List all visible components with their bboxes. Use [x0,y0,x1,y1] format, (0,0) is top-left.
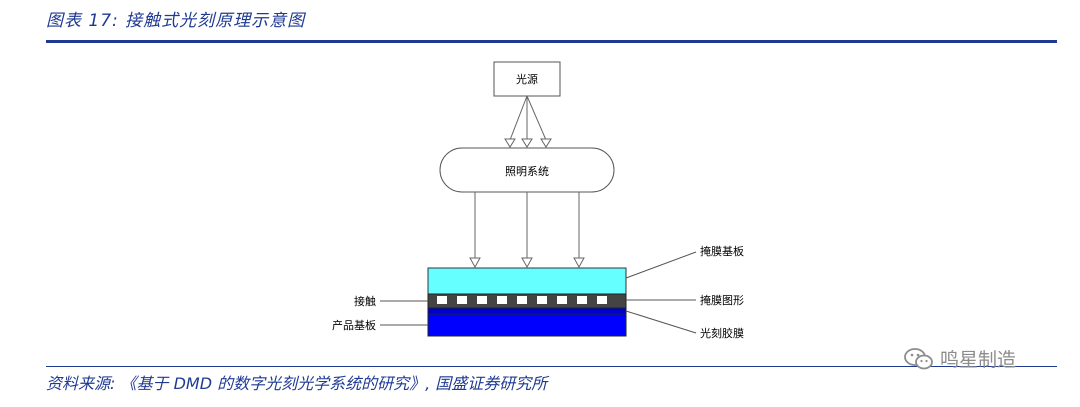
light-source-label: 光源 [516,72,538,86]
leader-lines [380,251,697,334]
mask-substrate-layer [427,267,627,295]
page-title: 图表 17: 接触式光刻原理示意图 [46,11,306,31]
product-substrate-label: 产品基板 [332,318,376,332]
mask-pattern-label: 掩膜图形 [700,293,744,307]
mask-substrate-label: 掩膜基板 [700,244,744,258]
contact-label: 接触 [354,294,376,308]
light-source-box [493,61,561,97]
photoresist-layer [427,307,627,315]
illumination-system-label: 照明系统 [505,165,549,178]
watermark-text: 鸣星制造 [940,349,1017,371]
product-substrate-layer [427,313,627,337]
source-arrows [504,95,552,148]
footer-divider [46,366,1057,367]
photoresist-label: 光刻胶膜 [700,326,744,340]
source-note: 资料来源: 《基于 DMD 的数字光刻光学系统的研究》, 国盛证券研究所 [46,374,548,393]
illumination-arrows [469,192,585,269]
header-divider [46,40,1057,43]
watermark: 鸣星制造 [904,345,1016,372]
mask-pattern-openings [437,296,607,304]
wechat-icon [904,347,933,369]
